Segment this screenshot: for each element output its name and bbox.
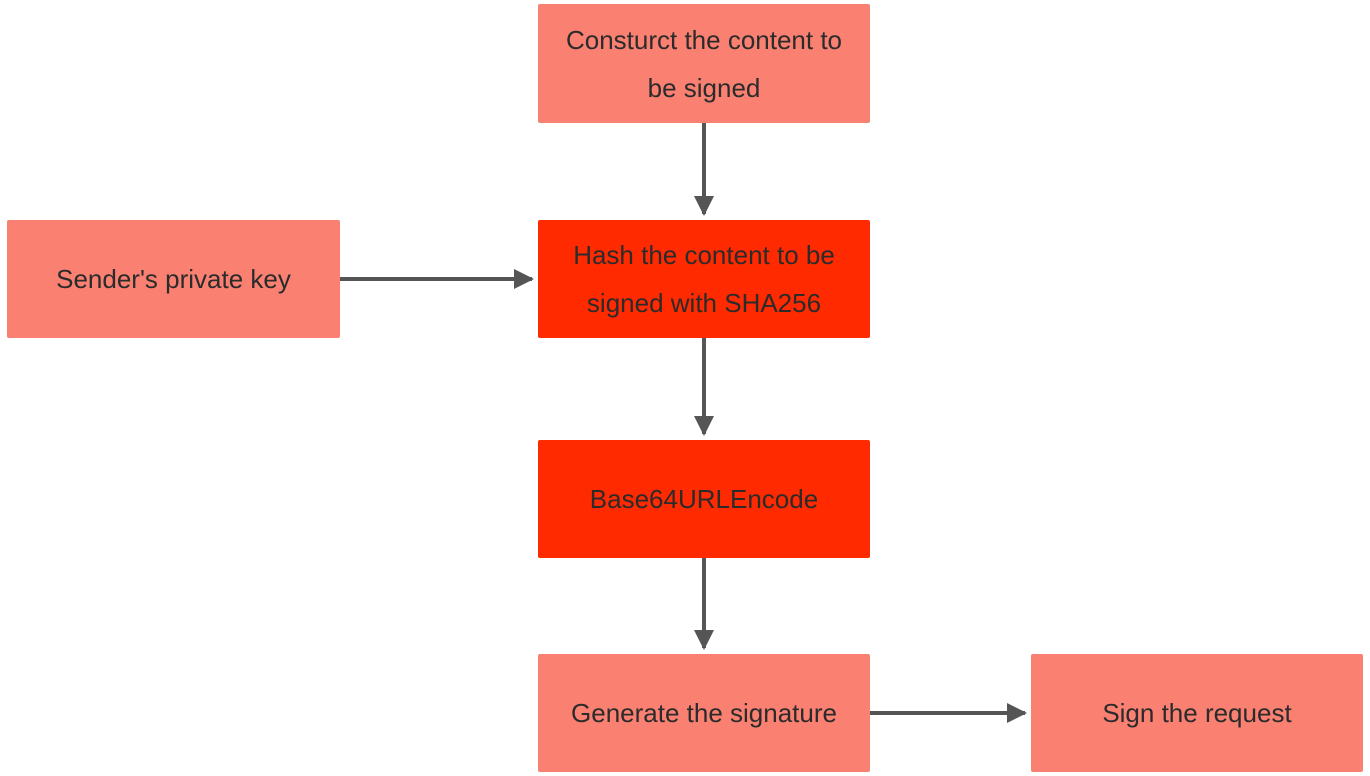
node-generate-signature-label: Generate the signature: [571, 698, 837, 728]
node-sign-request-label: Sign the request: [1102, 698, 1292, 728]
node-hash-sha256: Hash the content to be signed with SHA25…: [538, 220, 870, 338]
node-construct-content: Consturct the content to be signed: [538, 4, 870, 123]
node-sign-request: Sign the request: [1031, 654, 1363, 772]
node-private-key: Sender's private key: [7, 220, 340, 338]
node-generate-signature: Generate the signature: [538, 654, 870, 772]
node-hash-sha256-label: Hash the content to be signed with SHA25…: [573, 240, 835, 318]
node-private-key-label: Sender's private key: [56, 264, 291, 294]
node-base64-encode: Base64URLEncode: [538, 440, 870, 558]
node-construct-content-label: Consturct the content to be signed: [565, 24, 843, 103]
node-base64-encode-label: Base64URLEncode: [589, 484, 819, 514]
